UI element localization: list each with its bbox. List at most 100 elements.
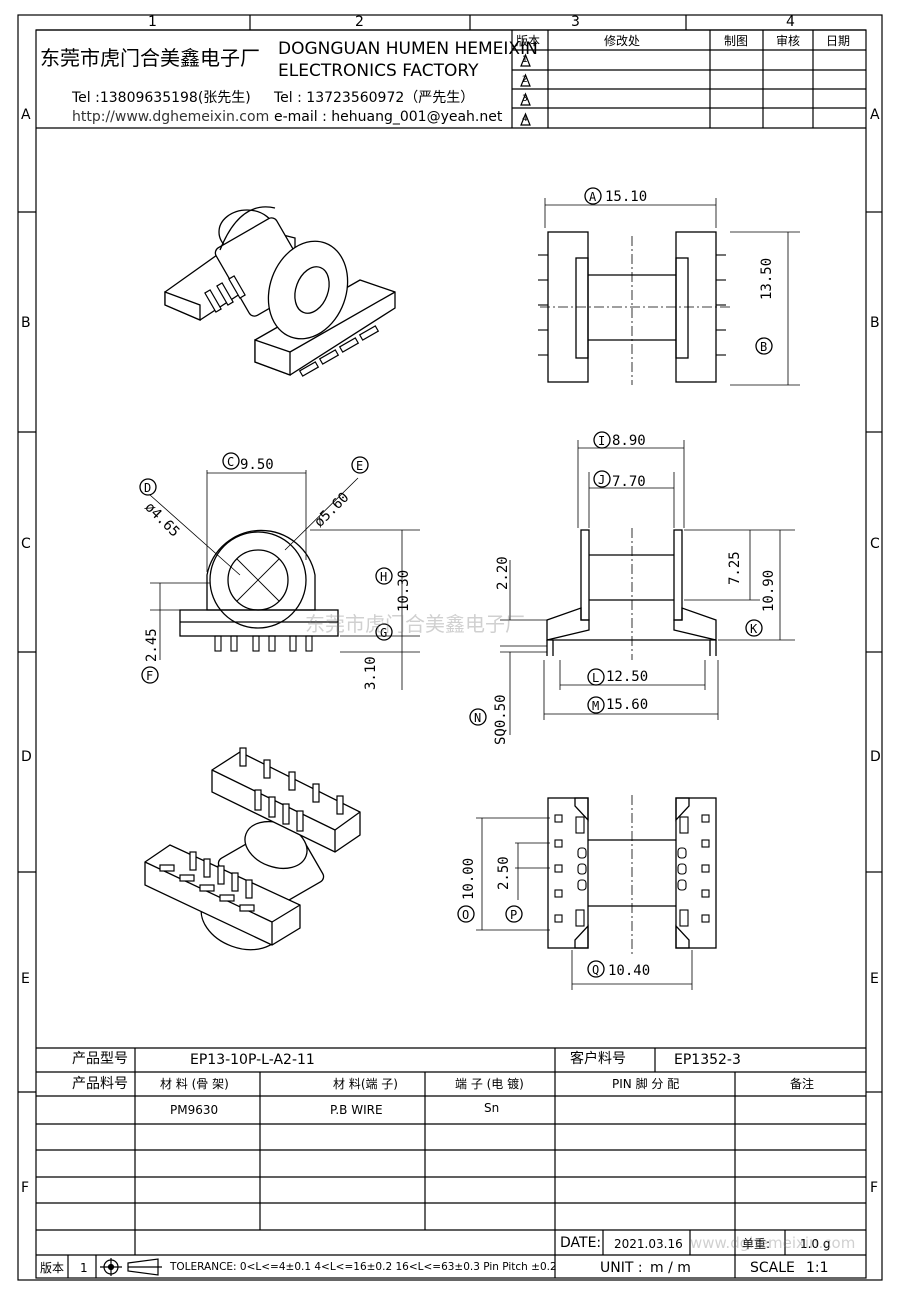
top-view: [538, 187, 800, 386]
grid-row-f-left: F: [21, 1180, 30, 1196]
dim-k-value: 10.90: [761, 569, 777, 612]
dim-a-value: 15.10: [605, 189, 648, 205]
outer-frame: [17, 14, 883, 1281]
company-name-en-1: DOGNGUAN HUMEN HEMEIXIN: [278, 39, 538, 59]
dim-tag-g: G: [380, 626, 388, 640]
grid-col-3: 3: [571, 14, 580, 30]
dim-tag-b: B: [760, 340, 768, 354]
tel-1: Tel :13809635198(张先生): [72, 90, 251, 106]
grid-row-e-right: E: [870, 971, 879, 987]
email: e-mail : hehuang_001@yeah.net: [274, 109, 503, 125]
company-name-en-2: ELECTRONICS FACTORY: [278, 61, 479, 81]
watermark-footer: www.dghemeixin.com: [690, 1234, 856, 1252]
label-product-model: 产品型号: [72, 1051, 128, 1067]
dim-tag-m: M: [592, 699, 600, 713]
rev-header-drawn: 制图: [724, 34, 749, 48]
dim-c-value: 9.50: [240, 457, 274, 473]
product-model: EP13-10P-L-A2-11: [190, 1052, 315, 1068]
watermark-center: 东莞市虎门合美鑫电子厂: [305, 612, 525, 636]
material-frame: PM9630: [170, 1103, 219, 1117]
dim-b-value: 13.50: [759, 257, 775, 300]
dim-n-value: SQ0.50: [493, 694, 509, 745]
dim-h-value: 10.30: [396, 569, 412, 612]
dim-tag-o: O: [462, 908, 470, 922]
weight-value: 1.0 g: [800, 1237, 831, 1251]
dim-tag-c: C: [227, 455, 235, 469]
label-scale: SCALE: [750, 1260, 795, 1276]
grid-row-a-right: A: [870, 107, 880, 123]
label-customer-code: 客户料号: [570, 1051, 626, 1067]
dim-tag-j: J: [598, 473, 606, 487]
col-remark: 备注: [790, 1077, 815, 1091]
rev-mark-1: 1: [522, 55, 528, 65]
label-version: 版本: [40, 1261, 65, 1275]
material-pin: P.B WIRE: [330, 1103, 383, 1117]
grid-row-d-left: D: [21, 749, 32, 765]
col-plating: 端 子 (电 镀): [455, 1077, 524, 1091]
dim-j-value: 7.70: [612, 474, 646, 490]
grid-row-c-left: C: [21, 536, 31, 552]
tolerance-note: TOLERANCE: 0<L<=4±0.1 4<L<=16±0.2 16<L<=…: [170, 1261, 557, 1273]
col-material-frame: 材 料 (骨 架): [160, 1077, 229, 1091]
iso-view-top: [164, 206, 396, 377]
grid-row-d-right: D: [870, 749, 881, 765]
label-date: DATE:: [560, 1235, 602, 1251]
dim-tag-n: N: [474, 711, 482, 725]
dim-tag-l: L: [592, 671, 600, 685]
col-pin-assignment: PIN 脚 分 配: [612, 1077, 680, 1091]
dim-725-value: 7.25: [727, 551, 743, 585]
dim-tag-e: E: [356, 459, 364, 473]
dim-q-value: 10.40: [608, 963, 651, 979]
grid-row-f-right: F: [870, 1180, 879, 1196]
scale-value: 1:1: [806, 1260, 829, 1276]
iso-view-bottom: [144, 747, 361, 951]
dim-l-value: 12.50: [606, 669, 649, 685]
side-view: [139, 452, 420, 690]
dim-tag-p: P: [510, 908, 518, 922]
dim-tag-f: F: [146, 669, 154, 683]
dim-m-value: 15.60: [606, 697, 649, 713]
rev-header-checked: 审核: [776, 34, 801, 48]
website-link[interactable]: http://www.dghemeixin.com: [72, 109, 270, 125]
rev-mark-4: 4: [522, 114, 528, 124]
dim-220-value: 2.20: [495, 556, 511, 590]
dim-p-value: 2.50: [496, 856, 512, 890]
version-value: 1: [80, 1261, 88, 1275]
dim-tag-q: Q: [592, 963, 600, 977]
customer-code: EP1352-3: [674, 1052, 741, 1068]
dim-i-value: 8.90: [612, 433, 646, 449]
company-name-cn: 东莞市虎门合美鑫电子厂: [40, 46, 260, 70]
label-weight: 单重:: [742, 1237, 771, 1251]
grid-row-b-left: B: [21, 315, 31, 331]
bottom-view: [457, 795, 717, 990]
rev-header-date: 日期: [826, 34, 851, 48]
label-product-code: 产品料号: [72, 1076, 128, 1092]
grid-row-e-left: E: [21, 971, 30, 987]
grid-row-a-left: A: [21, 107, 31, 123]
grid-col-1: 1: [148, 14, 157, 30]
dim-tag-h: H: [380, 570, 388, 584]
dim-tag-k: K: [750, 622, 758, 636]
rev-mark-2: 2: [522, 75, 528, 85]
dim-tag-a: A: [589, 190, 597, 204]
dim-tag-i: I: [598, 434, 606, 448]
grid-col-2: 2: [355, 14, 364, 30]
grid-row-b-right: B: [870, 315, 880, 331]
col-material-pin: 材 料(端 子): [333, 1077, 398, 1091]
plating: Sn: [484, 1101, 500, 1115]
rev-mark-3: 3: [522, 94, 528, 104]
front-view: [469, 431, 795, 735]
dim-f-value: 2.45: [144, 628, 160, 662]
unit-value: m / m: [650, 1260, 691, 1276]
grid-col-4: 4: [786, 14, 795, 30]
rev-header-version: 版本: [516, 34, 541, 48]
tel-2: Tel : 13723560972（严先生）: [274, 90, 475, 106]
date-value: 2021.03.16: [614, 1237, 683, 1251]
dim-tag-d: D: [144, 481, 152, 495]
grid-row-c-right: C: [870, 536, 880, 552]
rev-header-change: 修改处: [604, 34, 641, 48]
label-unit: UNIT :: [600, 1260, 643, 1276]
dim-o-value: 10.00: [461, 857, 477, 900]
dim-g-value: 3.10: [363, 656, 379, 690]
